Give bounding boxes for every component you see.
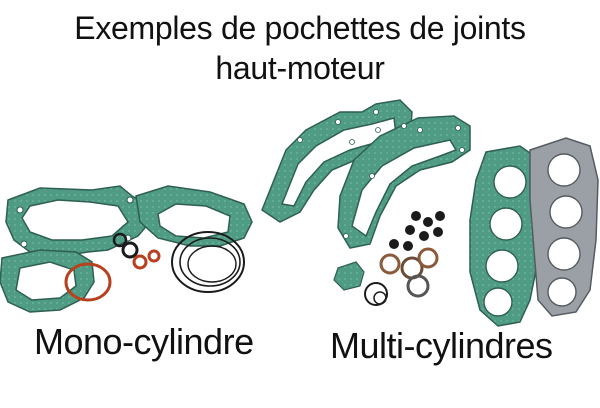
page-title: Exemples de pochettes de joints haut-mot… bbox=[0, 8, 600, 88]
black-oring-b bbox=[373, 291, 387, 305]
piston-oring-mid bbox=[179, 237, 241, 287]
brown-ring-1 bbox=[379, 253, 401, 275]
multi-cylinder-label: Multi-cylindres bbox=[330, 325, 553, 366]
cylinder-bore-3 bbox=[485, 249, 519, 283]
brown-ring-3 bbox=[417, 247, 439, 269]
multi-cylinder-kit bbox=[261, 99, 599, 327]
steel-bore-4 bbox=[547, 277, 577, 307]
brown-ring-4 bbox=[406, 274, 430, 298]
mono-cylinder-label: Mono-cylindre bbox=[34, 321, 254, 362]
seal-ring-2 bbox=[132, 254, 148, 270]
seal-ring-1 bbox=[121, 241, 139, 259]
seal-ring-4 bbox=[112, 232, 128, 248]
head-gasket bbox=[135, 185, 253, 247]
cylinder-bore-2 bbox=[489, 207, 523, 241]
exhaust-gasket bbox=[0, 249, 95, 313]
steel-bore-2 bbox=[549, 195, 583, 229]
mono-cylinder-kit bbox=[0, 185, 253, 313]
title-line-2: haut-moteur bbox=[215, 50, 385, 86]
steel-bore-3 bbox=[547, 237, 581, 271]
cylinder-bore-4 bbox=[483, 287, 513, 317]
cylinder-base-gasket bbox=[5, 185, 151, 257]
valve-cover-gasket-2 bbox=[337, 115, 471, 249]
cylinder-bore-1 bbox=[493, 165, 527, 199]
piston-oring-outer bbox=[171, 231, 245, 293]
piston-oring-inner bbox=[187, 245, 237, 283]
valve-stem-seals bbox=[389, 211, 445, 251]
orange-oring bbox=[64, 262, 112, 302]
title-line-1: Exemples de pochettes de joints bbox=[74, 10, 526, 46]
seal-ring-3 bbox=[147, 249, 161, 263]
black-oring-a bbox=[364, 282, 388, 306]
steel-bore-1 bbox=[547, 153, 581, 187]
small-green-gasket bbox=[333, 261, 365, 291]
